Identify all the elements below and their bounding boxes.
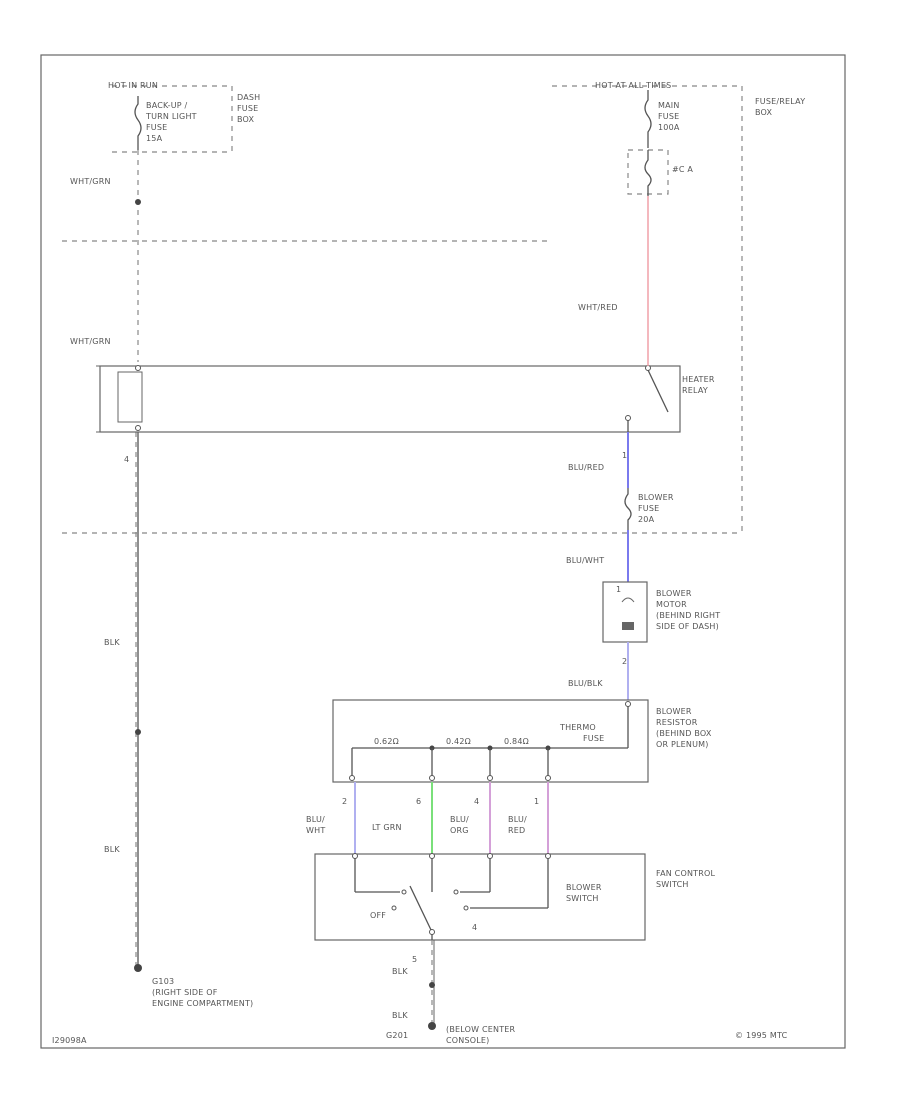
fuse-c-symbol	[644, 150, 652, 196]
heater-relay-line-2: RELAY	[682, 386, 708, 395]
switch-inner-pin: 4	[472, 923, 477, 932]
switch-ground-pin: 5	[412, 955, 417, 964]
backup-fuse-line-1: BACK-UP /	[146, 101, 188, 110]
right-circuit: WHT/RED 1 BLU/RED BLOWER FUSE 20A BLU/WH…	[566, 196, 720, 700]
wire-label-blu-red: BLU/RED	[568, 463, 604, 472]
fuse-c-label: #C A	[672, 165, 693, 174]
fan-control-line-1: FAN CONTROL	[656, 869, 715, 878]
heater-relay-line-1: HEATER	[682, 375, 715, 384]
blower-fuse-line-1: BLOWER	[638, 493, 674, 502]
fuse-relay-box: HOT AT ALL TIMES MAIN FUSE 100A FUSE/REL…	[62, 81, 805, 534]
blower-resistor-line-3: (BEHIND BOX	[656, 729, 712, 738]
resistor-value-1: 0.62Ω	[374, 737, 399, 746]
blower-motor-line-2: MOTOR	[656, 600, 687, 609]
diagram-frame	[40, 54, 846, 1049]
wire-label-wht-red: WHT/RED	[578, 303, 618, 312]
main-fuse-line-1: MAIN	[658, 101, 680, 110]
blower-switch-line-2: SWITCH	[566, 894, 599, 903]
blower-motor-box	[602, 581, 648, 643]
blower-switch-line-1: BLOWER	[566, 883, 602, 892]
fuse-relay-box-line-1: FUSE/RELAY	[755, 97, 805, 106]
blower-fuse-line-3: 20A	[638, 515, 655, 524]
backup-fuse-symbol	[134, 96, 142, 150]
wire-label-wht-grn-1: WHT/GRN	[70, 177, 111, 186]
fan-control-line-2: SWITCH	[656, 880, 689, 889]
hot-in-run-label: HOT IN RUN	[108, 81, 158, 90]
wire-label-blu-wht-2-b: WHT	[306, 826, 325, 835]
dash-fuse-box: HOT IN RUN BACK-UP / TURN LIGHT FUSE 15A…	[108, 81, 260, 153]
wire-label-blu-org-b: ORG	[450, 826, 469, 835]
ground-g103-loc-1: (RIGHT SIDE OF	[152, 988, 218, 997]
fan-control-switch: OFF 4 BLOWER SWITCH FAN CONTROL SWITCH	[314, 853, 715, 941]
wire-label-lt-grn: LT GRN	[372, 823, 402, 832]
main-fuse-line-3: 100A	[658, 123, 680, 132]
ground-g103-loc-2: ENGINE COMPARTMENT)	[152, 999, 253, 1008]
blower-resistor-line-2: RESISTOR	[656, 718, 698, 727]
left-circuit: WHT/GRN WHT/GRN 4 BLK BLK G103 (RIGHT SI…	[70, 150, 253, 1008]
wire-label-blk-1: BLK	[104, 638, 120, 647]
blower-resistor: 0.62Ω 0.42Ω 0.84Ω THERMO FUSE BLOWER RES…	[332, 699, 712, 783]
blower-motor-line-1: BLOWER	[656, 589, 692, 598]
resistor-value-3: 0.84Ω	[504, 737, 529, 746]
wire-label-blu-wht: BLU/WHT	[566, 556, 604, 565]
switch-pin-c: 4	[474, 797, 479, 806]
main-fuse-line-2: FUSE	[658, 112, 679, 121]
wire-label-wht-grn-2: WHT/GRN	[70, 337, 111, 346]
switch-pin-b: 6	[416, 797, 421, 806]
thermo-fuse-line-1: THERMO	[559, 723, 596, 732]
resistor-value-2: 0.42Ω	[446, 737, 471, 746]
wire-label-blu-org-a: BLU/	[450, 815, 469, 824]
dash-fuse-box-line-3: BOX	[237, 115, 255, 124]
wire-label-blu-blk: BLU/BLK	[568, 679, 603, 688]
backup-fuse-line-4: 15A	[146, 134, 163, 143]
hot-at-all-times-label: HOT AT ALL TIMES	[595, 81, 671, 90]
switch-pin-d: 1	[534, 797, 539, 806]
wire-label-blu-red-2-a: BLU/	[508, 815, 527, 824]
blower-motor-line-3: (BEHIND RIGHT	[656, 611, 720, 620]
switch-off-label: OFF	[370, 911, 386, 920]
relay-switch-arm	[647, 369, 669, 413]
ground-g103-label: G103	[152, 977, 174, 986]
relay-pin-b: 1	[622, 451, 627, 460]
wire-label-blu-wht-2-a: BLU/	[306, 815, 325, 824]
blower-fuse-line-2: FUSE	[638, 504, 659, 513]
diagram-code: I29098A	[52, 1036, 87, 1045]
ground-g201: 5 BLK BLK G201 (BELOW CENTER CONSOLE)	[386, 940, 516, 1045]
wire-label-blu-red-2-b: RED	[508, 826, 525, 835]
blower-fuse-symbol	[624, 488, 632, 530]
copyright-label: © 1995 MTC	[735, 1031, 788, 1040]
switch-pin-a: 2	[342, 797, 347, 806]
wire-label-blk-4: BLK	[392, 1011, 408, 1020]
backup-fuse-line-3: FUSE	[146, 123, 167, 132]
blower-motor-line-4: SIDE OF DASH)	[656, 622, 719, 631]
motor-pin-bot: 2	[622, 657, 627, 666]
backup-fuse-line-2: TURN LIGHT	[145, 112, 197, 121]
ground-g201-loc-2: CONSOLE)	[446, 1036, 489, 1045]
blower-switch-arm	[409, 885, 433, 933]
fuse-relay-box-line-2: BOX	[755, 108, 773, 117]
dash-fuse-box-line-2: FUSE	[237, 104, 258, 113]
ground-g201-loc-1: (BELOW CENTER	[446, 1025, 516, 1034]
motor-pin-top: 1	[616, 585, 621, 594]
ground-g201-label: G201	[386, 1031, 408, 1040]
heater-relay: HEATER RELAY	[96, 365, 715, 433]
thermo-fuse-line-2: FUSE	[583, 734, 604, 743]
main-fuse-symbol	[644, 90, 652, 148]
blower-resistor-line-4: OR PLENUM)	[656, 740, 709, 749]
dash-fuse-box-line-1: DASH	[237, 93, 260, 102]
wire-label-blk-2: BLK	[104, 845, 120, 854]
relay-coil	[117, 371, 143, 423]
relay-pin-a: 4	[124, 455, 129, 464]
blower-resistor-line-1: BLOWER	[656, 707, 692, 716]
ground-g103-point	[134, 964, 142, 972]
speed-wires: 2 6 4 1 BLU/ WHT LT GRN BLU/ ORG BLU/ RE…	[306, 782, 549, 854]
wire-label-blk-3: BLK	[392, 967, 408, 976]
